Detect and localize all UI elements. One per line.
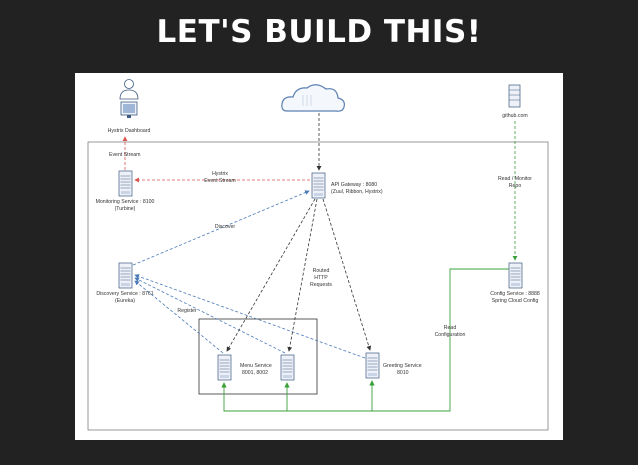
monitoring-service-label: Monitoring Service : 8100 [96, 199, 155, 205]
read-configuration-label-2: Configuration [435, 332, 466, 338]
hystrix-dashboard-label: Hystrix Dashboard [108, 128, 151, 134]
menu-service-label: Menu Service [240, 363, 272, 369]
route-arrow-menu-1 [226, 198, 316, 352]
config-service-server-icon [508, 262, 523, 289]
discover-label: Discover [215, 224, 235, 230]
hystrix-event-stream-label-2: Event Stream [204, 178, 235, 184]
diagram-canvas: Hystrix Dashboard github.com Monitoring … [87, 79, 549, 431]
config-service-sublabel: Spring Cloud Config [492, 298, 539, 304]
slide-title: LET'S BUILD THIS! [156, 14, 482, 50]
architecture-diagram: Hystrix Dashboard github.com Monitoring … [75, 73, 563, 440]
discover-arrow [132, 190, 310, 266]
menu-service-ports: 8001, 8002 [242, 370, 268, 376]
discovery-service-server-icon [118, 262, 133, 289]
person-icon [119, 79, 139, 100]
monitoring-service-sublabel: (Turbine) [115, 206, 136, 212]
routed-requests-label-2: HTTP [314, 275, 328, 281]
route-arrow-menu-2 [287, 198, 318, 352]
greeting-service-label: Greeting Service [383, 363, 422, 369]
read-configuration-label-1: Read [444, 325, 457, 331]
monitoring-service-server-icon [118, 170, 133, 197]
route-arrow-greeting [322, 198, 372, 351]
config-service-label: Config Service : 8888 [490, 291, 540, 297]
cloud-icon [281, 84, 345, 112]
register-label: Register [177, 308, 197, 314]
register-arrow-menu-1 [134, 280, 224, 354]
read-monitor-repo-label-2: Repo [509, 183, 522, 189]
read-monitor-repo-label-1: Read / Monitor [498, 176, 532, 182]
event-stream-label: Event Stream [109, 152, 140, 158]
api-gateway-sublabel: (Zuul, Ribbon, Hystrix) [331, 189, 383, 195]
greeting-service-server-icon [365, 352, 380, 379]
register-arrow-greeting [134, 274, 366, 359]
menu-service-group [198, 318, 318, 395]
api-gateway-label: API Gateway : 8080 [331, 182, 377, 188]
github-label: github.com [502, 113, 527, 119]
register-arrow-menu-2 [134, 277, 286, 354]
menu-service-instance-2-icon [280, 354, 295, 381]
monitor-icon [120, 101, 138, 118]
database-icon [508, 84, 521, 108]
routed-requests-label-3: Requests [310, 282, 332, 288]
routed-requests-label-1: Routed [313, 268, 330, 274]
greeting-service-port: 8010 [397, 370, 409, 376]
read-configuration-arrow-menu-1 [221, 268, 509, 412]
discovery-service-sublabel: (Eureka) [115, 298, 135, 304]
menu-service-instance-1-icon [217, 354, 232, 381]
hystrix-event-stream-label-1: Hystrix [212, 171, 228, 177]
discovery-service-label: Discovery Service : 8761 [96, 291, 153, 297]
api-gateway-server-icon [311, 172, 326, 199]
